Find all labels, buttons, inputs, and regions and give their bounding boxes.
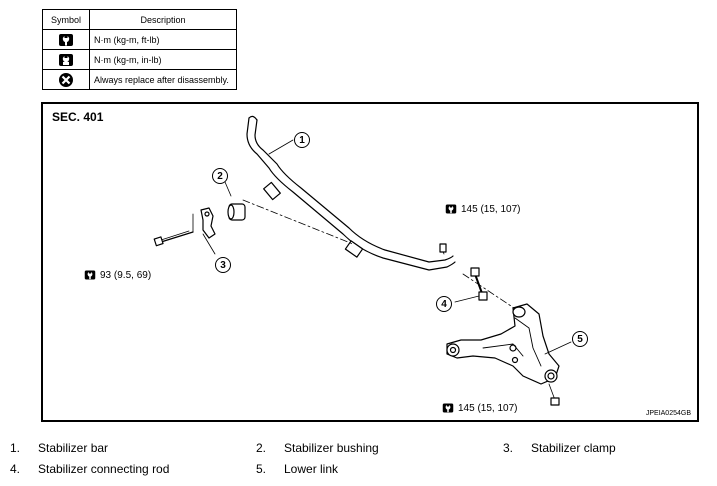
callout-5: 5 xyxy=(572,331,588,347)
legend-symbol-header: Symbol xyxy=(42,9,90,30)
part-number: 3. xyxy=(503,441,514,455)
part-number: 2. xyxy=(256,441,267,455)
stabilizer-bar xyxy=(254,119,454,263)
torque-spec: 145 (15, 107) xyxy=(445,203,521,215)
list-item: 1. Stabilizer bar xyxy=(10,441,108,455)
torque-value: 93 (9.5, 69) xyxy=(100,269,152,281)
callout-1: 1 xyxy=(294,132,310,148)
legend-header-row: Symbol Description xyxy=(42,9,237,30)
lower-link xyxy=(446,303,560,385)
callout-3: 3 xyxy=(215,257,231,273)
always-replace-icon xyxy=(42,69,90,90)
list-item: 4. Stabilizer connecting rod xyxy=(10,462,169,476)
legend-row: Always replace after disassembly. xyxy=(42,69,237,90)
legend-row: N·m (kg-m, in-lb) xyxy=(42,49,237,70)
legend-description: Always replace after disassembly. xyxy=(89,69,237,90)
torque-spec: 93 (9.5, 69) xyxy=(84,269,151,281)
torque-value: 145 (15, 107) xyxy=(461,203,521,215)
part-number: 4. xyxy=(10,462,21,476)
list-item: 2. Stabilizer bushing xyxy=(256,441,379,455)
legend-row: N·m (kg-m, ft-lb) xyxy=(42,29,237,50)
legend-description: N·m (kg-m, ft-lb) xyxy=(89,29,237,50)
torque-wrench-icon xyxy=(445,203,457,215)
part-label: Stabilizer clamp xyxy=(531,441,616,455)
torque-wrench-icon xyxy=(84,269,96,281)
list-item: 5. Lower link xyxy=(256,462,338,476)
torque-value: 145 (15, 107) xyxy=(458,402,518,414)
list-item: 3. Stabilizer clamp xyxy=(503,441,616,455)
stabilizer-clamp xyxy=(200,207,216,239)
callout-2: 2 xyxy=(212,168,228,184)
part-label: Stabilizer bar xyxy=(38,441,109,455)
part-label: Lower link xyxy=(284,462,339,476)
callout-4: 4 xyxy=(436,296,452,312)
torque-wrench-icon xyxy=(42,29,90,50)
section-label: SEC. 401 xyxy=(52,110,104,124)
legend-description: N·m (kg-m, in-lb) xyxy=(89,49,237,70)
diagram-frame: SEC. 401 xyxy=(41,102,699,422)
legend-description-header: Description xyxy=(89,9,237,30)
part-label: Stabilizer connecting rod xyxy=(38,462,170,476)
part-label: Stabilizer bushing xyxy=(284,441,379,455)
part-number: 5. xyxy=(256,462,267,476)
torque-spec: 145 (15, 107) xyxy=(442,402,518,414)
torque-wrench-icon xyxy=(442,402,454,414)
torque-wrench-small-icon xyxy=(42,49,90,70)
stabilizer-bar xyxy=(246,117,456,271)
suspension-illustration xyxy=(153,115,572,406)
part-number: 1. xyxy=(10,441,21,455)
legend-table: Symbol Description N·m (kg-m, ft-lb) N·m… xyxy=(42,9,237,90)
figure-id: JPEIA0254GB xyxy=(645,410,691,417)
